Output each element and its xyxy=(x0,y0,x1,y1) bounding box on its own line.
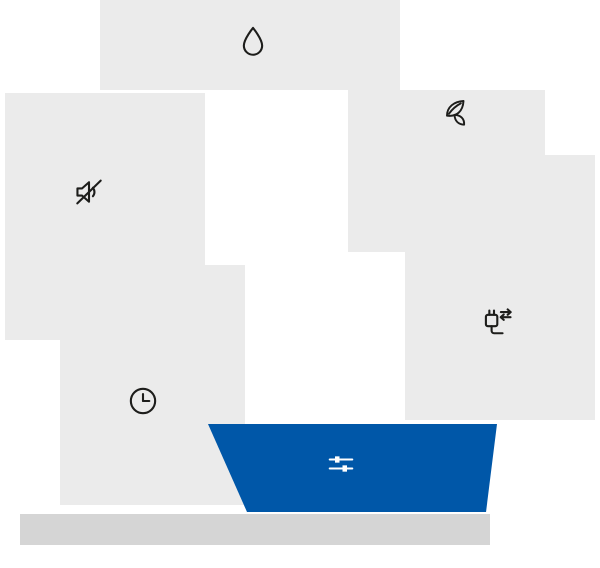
clock-icon xyxy=(125,383,161,419)
base-bar xyxy=(20,514,490,545)
settings-drawer[interactable] xyxy=(208,424,497,512)
speaker-muted-icon xyxy=(71,174,107,210)
tile-power xyxy=(405,155,595,420)
tile-timer xyxy=(60,265,245,505)
sliders-icon xyxy=(323,446,359,482)
leaves-icon xyxy=(438,95,474,131)
plug-swap-icon xyxy=(479,304,515,340)
droplet-icon xyxy=(235,24,271,60)
tile-water xyxy=(100,0,400,90)
